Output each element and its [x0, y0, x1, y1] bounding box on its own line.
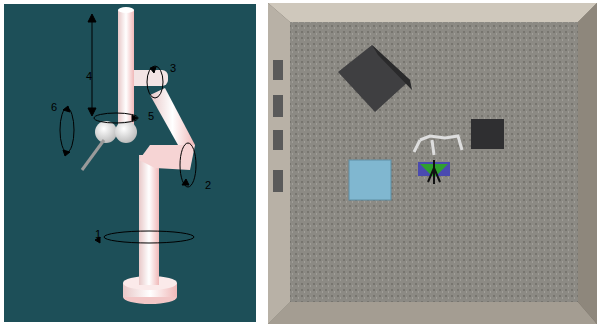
robot-link	[150, 88, 195, 145]
room-wall	[268, 3, 290, 324]
box-object	[372, 45, 412, 90]
room-wall	[268, 3, 597, 22]
room-wall	[578, 3, 597, 324]
robot-top	[414, 136, 462, 155]
robot-link	[139, 155, 159, 285]
robot-tool	[82, 140, 104, 170]
robot-top	[428, 160, 440, 184]
room-wall	[268, 302, 597, 324]
callout-number: 4	[86, 70, 92, 82]
callout-number: 1	[95, 228, 101, 240]
room-wall	[268, 3, 597, 324]
robot-link	[118, 7, 134, 13]
robot-wrist	[115, 121, 137, 143]
motion-arrow	[60, 14, 196, 243]
robot-wrist	[95, 121, 117, 143]
wall-picture	[273, 60, 283, 192]
box-object	[338, 45, 410, 112]
callout-number: 3	[170, 62, 176, 74]
callout-number: 5	[148, 110, 154, 122]
box-object	[471, 119, 504, 149]
robot-link	[139, 145, 195, 170]
background-panel	[4, 4, 256, 322]
callout-number: 6	[51, 101, 57, 113]
room-floor	[290, 22, 578, 302]
robot-link	[118, 10, 134, 128]
box-object	[349, 160, 391, 200]
callout-number: 2	[205, 179, 211, 191]
